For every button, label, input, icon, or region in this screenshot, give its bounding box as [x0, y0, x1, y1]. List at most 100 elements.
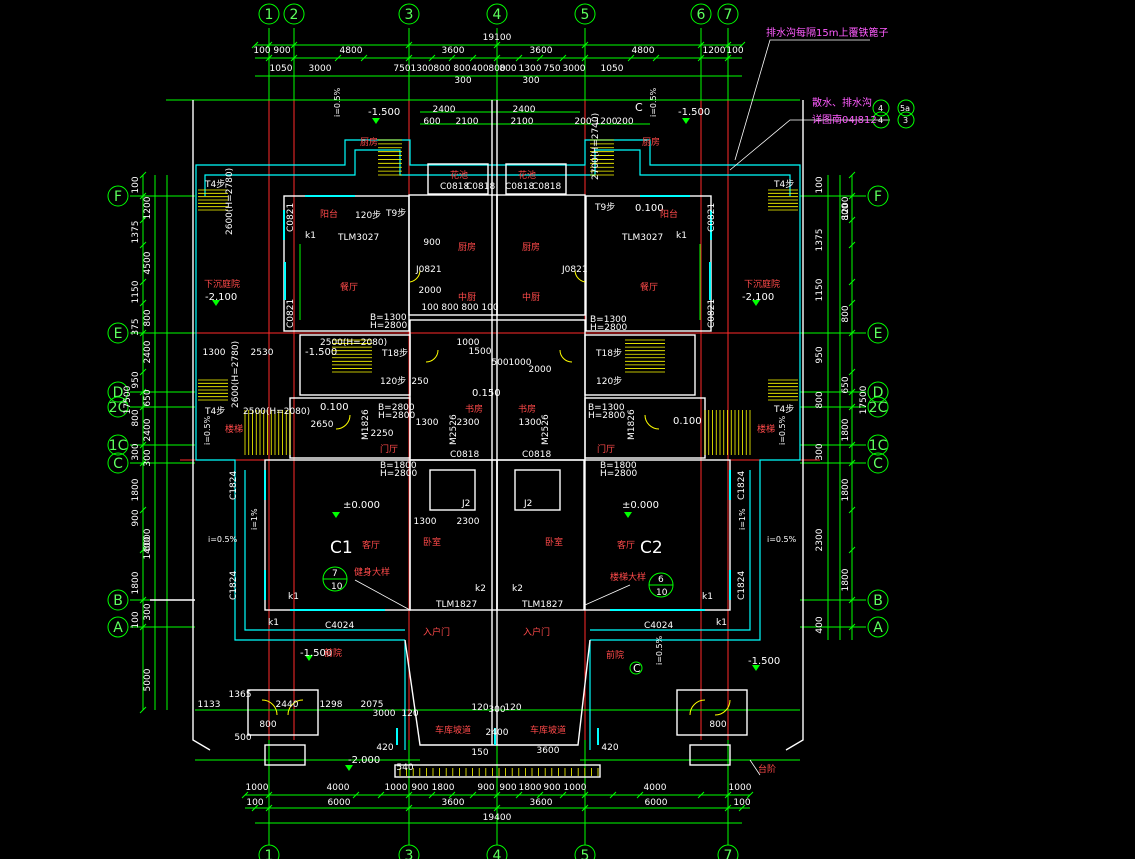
drain-note: 排水沟每隔15m上覆铁篦子: [766, 26, 888, 39]
level-labels: -1.500 -1.500 -1.500 -1.500 -1.500 -2.10…: [205, 107, 780, 766]
axis-label: C: [113, 456, 123, 472]
dimension-label: 120: [504, 703, 521, 713]
level-label: -2.100: [742, 292, 774, 303]
dimension-label: 2650: [311, 420, 334, 430]
axis-bubble: A: [107, 616, 129, 638]
axis-bubble: 2C: [107, 396, 129, 418]
room-label: 阳台: [320, 208, 338, 220]
dimension-label: 4000: [327, 783, 350, 793]
axis-bubble: 3: [398, 844, 420, 859]
axis-label: B: [113, 593, 123, 609]
tag: k1: [716, 618, 727, 628]
tag: C4024: [325, 621, 354, 631]
level-label: -1.500: [300, 648, 332, 659]
dimension-label: 900: [499, 783, 516, 793]
dimension-label: 900: [273, 46, 290, 56]
tag: B=1800: [380, 461, 417, 471]
dimension-label: 3000: [563, 64, 586, 74]
room-label: 楼梯: [757, 423, 775, 435]
dimension-label: 4800: [632, 46, 655, 56]
axis-bubble: D: [107, 381, 129, 403]
dimension-label: 4500: [143, 251, 153, 274]
tag: M2526: [541, 414, 551, 445]
tag: H=2800: [600, 469, 637, 479]
axis-label: D: [113, 385, 124, 401]
room-label: 餐厅: [640, 281, 658, 293]
tag: k1: [305, 231, 316, 241]
dimension-label: 650: [841, 376, 851, 393]
level-label: -2.100: [205, 292, 237, 303]
axis-label: 4: [493, 848, 502, 859]
tag: C0818: [440, 182, 469, 192]
unit-label-c1: C1: [330, 538, 353, 558]
tag: M1826: [627, 409, 637, 440]
drain-ref-2: 详图南04J812: [812, 113, 877, 126]
dimension-label: 4000: [644, 783, 667, 793]
slope-label: i=0.5%: [655, 635, 664, 665]
room-label: 楼梯: [225, 423, 243, 435]
room-label: 厨房: [642, 136, 660, 148]
tag: k1: [676, 231, 687, 241]
dimension-label: 300: [143, 603, 153, 620]
dimension-label: 1200: [595, 117, 618, 127]
dimension-label: 800: [841, 203, 851, 220]
tag: C0821: [286, 299, 296, 328]
level-label: 0.100: [320, 402, 349, 413]
dimension-label: 750: [393, 64, 410, 74]
dimension-label: 1365: [229, 690, 252, 700]
axis-bubble: 7: [717, 3, 739, 25]
dimension-label: 1800: [841, 418, 851, 441]
dimension-label: 1800: [131, 478, 141, 501]
axis-label: 3: [405, 7, 414, 23]
tag: k2: [475, 584, 486, 594]
room-label: 阳台: [660, 208, 678, 220]
axis-label: E: [874, 326, 883, 342]
detail-refs: [322, 99, 915, 675]
axis-bubble: 5: [574, 844, 596, 859]
room-label: 入户门: [423, 626, 450, 638]
dimension-label: 3600: [530, 46, 553, 56]
axis-bubble: 2: [283, 3, 305, 25]
tag: H=2800: [370, 321, 407, 331]
dimension-label: 800: [488, 64, 505, 74]
tag: H=2800: [378, 411, 415, 421]
dimension-label: 400: [815, 616, 825, 633]
room-label: 车库坡道: [435, 724, 471, 736]
tag: B=2800: [378, 403, 415, 413]
room-label: 门厅: [380, 443, 398, 455]
room-label: 前院: [324, 647, 342, 659]
dimension-label: 900: [543, 783, 560, 793]
dimension-label: 5000: [143, 668, 153, 691]
dimension-label: 1800: [519, 783, 542, 793]
dimension-label: 650: [143, 389, 153, 406]
dimension-label: 1000: [729, 783, 752, 793]
dimension-label: 100: [246, 798, 263, 808]
axis-bubble: F: [107, 185, 129, 207]
dimension-label: 1300: [203, 348, 226, 358]
tag: H=2800: [588, 411, 625, 421]
dimension-label: 1500: [469, 347, 492, 357]
dimension-label: 2300: [457, 418, 480, 428]
dimension-label: 150: [471, 748, 488, 758]
dimension-label: 4800: [340, 46, 363, 56]
axis-label: F: [114, 189, 122, 205]
slope-label: i=0.5%: [649, 87, 658, 117]
component-tags: TLM3027 TLM3027 TLM1827 TLM1827 C4024 C4…: [204, 113, 794, 631]
dimension-label: 1150: [131, 280, 141, 303]
axis-label: 1C: [869, 438, 888, 454]
dimension-label: 800: [815, 391, 825, 408]
dimension-label: 250: [411, 377, 428, 387]
dimension-label: 900: [411, 783, 428, 793]
level-label: -1.500: [368, 107, 400, 118]
slope-label: i=1%: [250, 508, 259, 530]
dimension-label: 400: [471, 64, 488, 74]
slope-labels: i=0.5% i=0.5% i=0.5% i=0.5% i=0.5% i=0.5…: [203, 87, 797, 665]
axis-label: F: [874, 189, 882, 205]
dimension-label: 17500: [859, 385, 869, 414]
axis-bubble: 7: [717, 844, 739, 859]
tag: C0818: [466, 182, 495, 192]
room-label: 厨房: [458, 241, 476, 253]
axis-label: A: [873, 620, 883, 636]
